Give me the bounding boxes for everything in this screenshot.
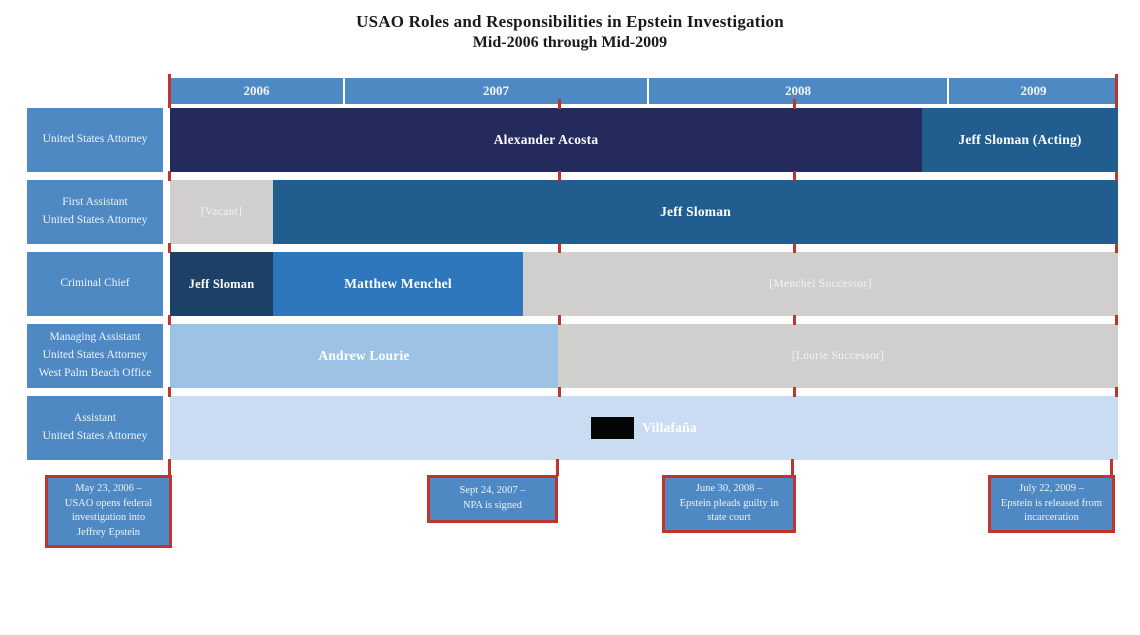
event-connector-line [168, 459, 171, 476]
event-callout-may-2006: May 23, 2006 – USAO opens federal invest… [45, 475, 172, 548]
bar-alexander-acosta: Alexander Acosta [170, 108, 922, 172]
timeline-tick [168, 387, 171, 397]
timeline-tick [558, 387, 561, 397]
bar-vacant: [Vacant] [170, 180, 273, 244]
timeline-tick [793, 315, 796, 325]
bar-matthew-menchel: Matthew Menchel [273, 252, 523, 316]
bar-jeff-sloman-acting: Jeff Sloman (Acting) [922, 108, 1118, 172]
timeline-left-edge-line [168, 74, 171, 108]
event-callout-july-2009: July 22, 2009 – Epstein is released from… [988, 475, 1115, 534]
chart-title-line2: Mid-2006 through Mid-2009 [472, 34, 668, 51]
timeline-tick [558, 315, 561, 325]
row-label-first-assistant: First Assistant United States Attorney [27, 180, 163, 244]
bar-jeff-sloman-first-assistant: Jeff Sloman [273, 180, 1118, 244]
timeline-tick [1115, 171, 1118, 181]
bar-lourie-successor: [Lourie Successor] [558, 324, 1118, 388]
year-cell-2008: 2008 [649, 78, 949, 104]
timeline-tick [793, 243, 796, 253]
redaction-box [591, 417, 635, 439]
row-label-united-states-attorney: United States Attorney [27, 108, 163, 172]
timeline-right-edge-line [1115, 74, 1118, 108]
timeline-tick [793, 99, 796, 109]
timeline-tick [793, 387, 796, 397]
timeline-tick [793, 171, 796, 181]
timeline-tick [558, 171, 561, 181]
bar-menchel-successor: [Menchel Successor] [523, 252, 1118, 316]
timeline-tick [558, 243, 561, 253]
timeline-tick [168, 171, 171, 181]
timeline-tick [1115, 243, 1118, 253]
timeline-tick [1115, 387, 1118, 397]
bar-andrew-lourie: Andrew Lourie [170, 324, 558, 388]
row-label-managing-assistant: Managing Assistant United States Attorne… [27, 324, 163, 388]
year-cell-2006: 2006 [170, 78, 345, 104]
row-label-criminal-chief: Criminal Chief [27, 252, 163, 316]
bar-villafana-label: Villafaña [642, 420, 697, 435]
bar-row-assistant: Villafaña [170, 396, 1118, 460]
event-callout-june-2008: June 30, 2008 – Epstein pleads guilty in… [662, 475, 796, 534]
timeline-tick [168, 243, 171, 253]
event-callout-sept-2007: Sept 24, 2007 – NPA is signed [427, 475, 558, 523]
event-connector-line [1110, 459, 1113, 476]
event-connector-line [556, 459, 559, 476]
timeline-tick [558, 99, 561, 109]
timeline-tick [168, 315, 171, 325]
event-connector-line [791, 459, 794, 476]
timeline-tick [1115, 315, 1118, 325]
bar-villafana: Villafaña [170, 396, 1118, 460]
bar-jeff-sloman-criminal-chief: Jeff Sloman [170, 252, 273, 316]
year-cell-2009: 2009 [949, 78, 1118, 104]
year-cell-2007: 2007 [345, 78, 649, 104]
bar-row-united-states-attorney: Alexander Acosta Jeff Sloman (Acting) [170, 108, 1118, 172]
bar-row-criminal-chief: Jeff Sloman Matthew Menchel [Menchel Suc… [170, 252, 1118, 316]
chart-title: USAO Roles and Responsibilities in Epste… [0, 12, 1140, 52]
bar-row-first-assistant: [Vacant] Jeff Sloman [170, 180, 1118, 244]
bar-row-managing-assistant: Andrew Lourie [Lourie Successor] [170, 324, 1118, 388]
chart-title-line1: USAO Roles and Responsibilities in Epste… [356, 12, 784, 31]
row-label-assistant: Assistant United States Attorney [27, 396, 163, 460]
year-header: 2006 2007 2008 2009 [170, 78, 1118, 104]
